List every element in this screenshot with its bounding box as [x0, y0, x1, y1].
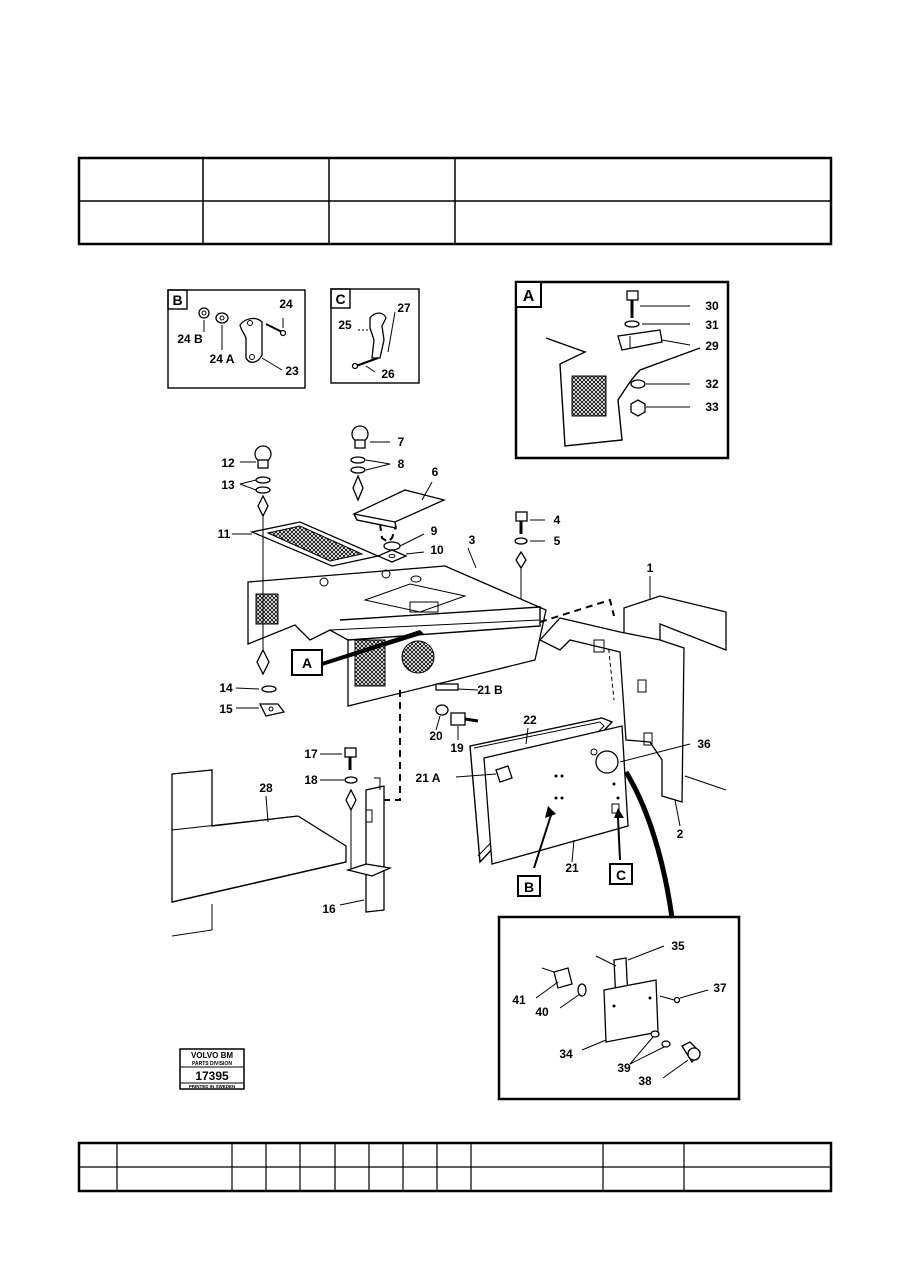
label-31: 31	[705, 318, 719, 332]
label-7: 7	[398, 435, 405, 449]
label-19: 19	[450, 741, 464, 755]
label-41: 41	[512, 993, 526, 1007]
label-23: 23	[285, 364, 299, 378]
volvo-bm-stamp: VOLVO BM PARTS DIVISION 17395 PRINTED IN…	[179, 1048, 245, 1090]
label-36: 36	[697, 737, 711, 751]
label-18: 18	[304, 773, 318, 787]
label-22: 22	[523, 713, 537, 727]
nut-24b-icon	[198, 307, 210, 319]
frame-2-icon	[538, 617, 685, 803]
gasket-22-icon	[469, 717, 614, 864]
label-27: 27	[397, 301, 411, 315]
header-table	[77, 156, 833, 246]
label-10: 10	[430, 543, 444, 557]
label-37: 37	[713, 981, 727, 995]
label-2: 2	[677, 827, 684, 841]
label-33: 33	[705, 400, 719, 414]
main-assembly: 12 13 7 8 6 9 10 11	[171, 425, 727, 937]
inset-a: A 30 31 29 32 33	[514, 280, 730, 460]
bracket-23-icon	[239, 317, 263, 363]
label-21: 21	[565, 861, 579, 875]
stamp-printed: PRINTED IN SWEDEN	[189, 1084, 236, 1089]
label-26: 26	[381, 367, 395, 381]
stamp-brand: VOLVO BM	[191, 1051, 233, 1060]
bracket-29-icon	[617, 329, 663, 351]
label-38: 38	[638, 1074, 652, 1088]
label-39: 39	[617, 1061, 631, 1075]
callout-a: A	[302, 655, 312, 671]
label-8: 8	[398, 457, 405, 471]
inset-detail: 35 41 40 37 34 39 38	[497, 915, 741, 1101]
inset-b-letter: B	[172, 292, 182, 308]
label-5: 5	[554, 534, 561, 548]
inset-b: B 24 24 B 24 A 23	[167, 289, 306, 389]
label-15: 15	[219, 702, 233, 716]
label-9: 9	[431, 524, 438, 538]
label-25: 25	[338, 318, 352, 332]
label-11: 11	[218, 527, 231, 541]
label-35: 35	[671, 939, 685, 953]
inset-c-letter: C	[335, 291, 345, 307]
label-12: 12	[221, 456, 235, 470]
callout-c: C	[616, 867, 626, 883]
inset-c: C 27 25 26	[330, 288, 420, 384]
post-16-icon	[365, 785, 385, 913]
label-6: 6	[432, 465, 439, 479]
label-17: 17	[304, 747, 318, 761]
label-4: 4	[554, 513, 561, 527]
latch-25-icon	[369, 312, 387, 359]
label-13: 13	[221, 478, 235, 492]
cover-6-icon	[351, 489, 446, 523]
label-24a: 24 A	[210, 352, 235, 366]
label-32: 32	[705, 377, 719, 391]
label-1: 1	[647, 561, 654, 575]
label-24: 24	[279, 297, 293, 311]
washer-24a-icon	[215, 312, 229, 324]
label-3: 3	[469, 533, 476, 547]
label-14: 14	[219, 681, 233, 695]
callout-b: B	[524, 879, 534, 895]
footer-table	[77, 1141, 833, 1193]
label-30: 30	[705, 299, 719, 313]
label-24b: 24 B	[177, 332, 203, 346]
stamp-number: 17395	[195, 1069, 229, 1083]
label-21a: 21 A	[416, 771, 441, 785]
label-28: 28	[259, 781, 273, 795]
label-21b: 21 B	[477, 683, 503, 697]
label-34: 34	[559, 1047, 573, 1061]
panel-34-icon	[603, 979, 659, 1043]
label-29: 29	[705, 339, 719, 353]
label-20: 20	[429, 729, 443, 743]
inset-a-letter: A	[523, 288, 535, 305]
label-16: 16	[322, 902, 336, 916]
stamp-division: PARTS DIVISION	[192, 1061, 232, 1067]
label-40: 40	[535, 1005, 549, 1019]
panel-21-icon	[483, 725, 629, 865]
